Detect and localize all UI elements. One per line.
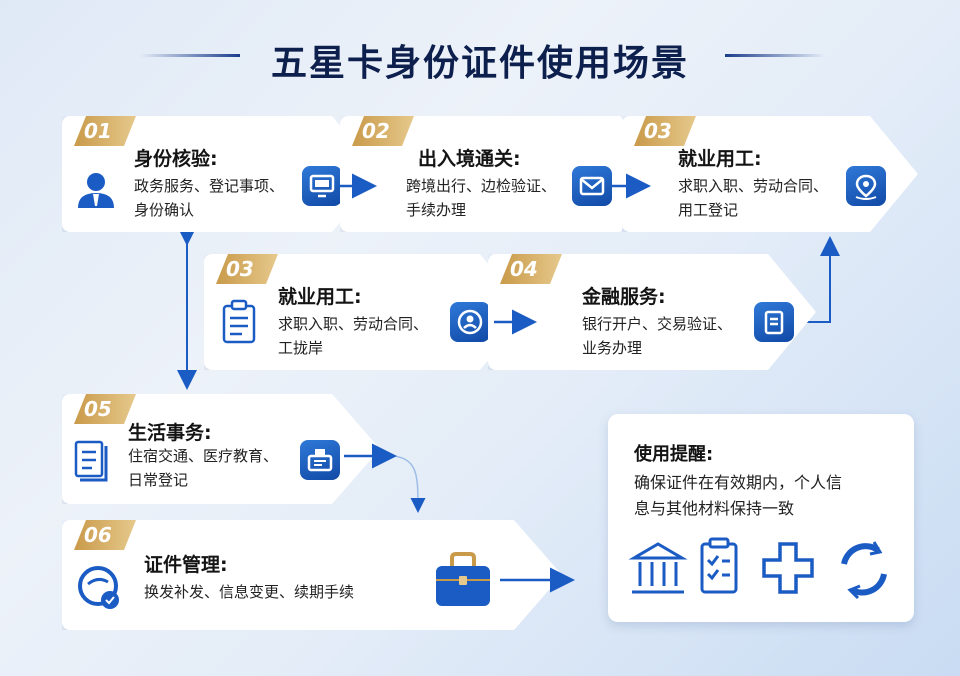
card-title: 就业用工:: [278, 286, 362, 308]
card-title: 证件管理:: [144, 554, 228, 576]
step-number: 04: [500, 254, 562, 284]
clipboard-icon: [224, 301, 254, 342]
card-desc: 跨境出行、边检验证、 手续办理: [406, 177, 557, 219]
step-number: 06: [74, 520, 136, 550]
document-icon: [754, 302, 794, 342]
location-pin-icon: [846, 166, 886, 206]
scene-card-04: 04 金融服务: 银行开户、交易验证、 业务办理: [488, 254, 816, 370]
card-desc: 银行开户、交易验证、 业务办理: [582, 315, 733, 357]
refresh-check-icon: [80, 568, 119, 609]
person-icon: [78, 173, 114, 208]
title-right-line: [725, 54, 825, 57]
card-title: 生活事务:: [128, 422, 212, 444]
monitor-icon: [302, 166, 342, 206]
header: 五星卡身份证件使用场景: [0, 28, 960, 88]
page-title: 五星卡身份证件使用场景: [270, 43, 689, 84]
scene-card-01: 01 身份核验: 政务服务、登记事项、 身份确认: [62, 116, 380, 232]
usage-notice-box: 使用提醒: 确保证件在有效期内，个人信 息与其他材料保持一致: [608, 414, 914, 622]
scene-card-03-middle: 03 就业用工: 求职入职、劳动合同、 工拢岸: [204, 254, 528, 370]
bank-icon: [628, 542, 688, 594]
briefcase-icon: [436, 554, 490, 606]
scene-card-06: 06 证件管理: 换发补发、信息变更、续期手续: [62, 520, 562, 630]
step-number: 05: [74, 394, 136, 424]
card-desc: 政务服务、登记事项、 身份确认: [134, 177, 285, 219]
notice-title: 使用提醒:: [634, 444, 714, 465]
step-number: 01: [74, 116, 136, 146]
scene-card-03-top: 03 就业用工: 求职入职、劳动合同、 用工登记: [622, 116, 918, 232]
card-title: 出入境通关:: [418, 148, 521, 170]
title-left-line: [140, 54, 240, 57]
file-stack-icon: [76, 442, 106, 480]
checklist-icon: [700, 537, 738, 594]
card-title: 身份核验:: [134, 148, 218, 170]
connector-04-03: [806, 236, 840, 323]
card-title: 就业用工:: [678, 148, 762, 170]
step-number: 03: [634, 116, 696, 146]
card-desc: 换发补发、信息变更、续期手续: [144, 583, 355, 601]
step-number: 03: [216, 254, 278, 284]
notice-desc: 确保证件在有效期内，个人信 息与其他材料保持一致: [634, 473, 843, 518]
user-badge-icon: [450, 302, 490, 342]
medical-cross-icon: [762, 542, 814, 594]
mail-icon: [572, 166, 612, 206]
service-counter-icon: [300, 440, 340, 480]
card-title: 金融服务:: [582, 286, 666, 308]
card-desc: 求职入职、劳动合同、 工拢岸: [278, 315, 429, 357]
card-desc: 住宿交通、医疗教育、 日常登记: [128, 447, 279, 489]
card-desc: 求职入职、劳动合同、 用工登记: [678, 177, 829, 219]
scene-card-02: 02 出入境通关: 跨境出行、边检验证、 手续办理: [340, 116, 668, 232]
cycle-icon: [841, 541, 887, 600]
scene-card-05: 05 生活事务: 住宿交通、医疗教育、 日常登记: [62, 394, 380, 504]
step-number: 02: [352, 116, 414, 146]
